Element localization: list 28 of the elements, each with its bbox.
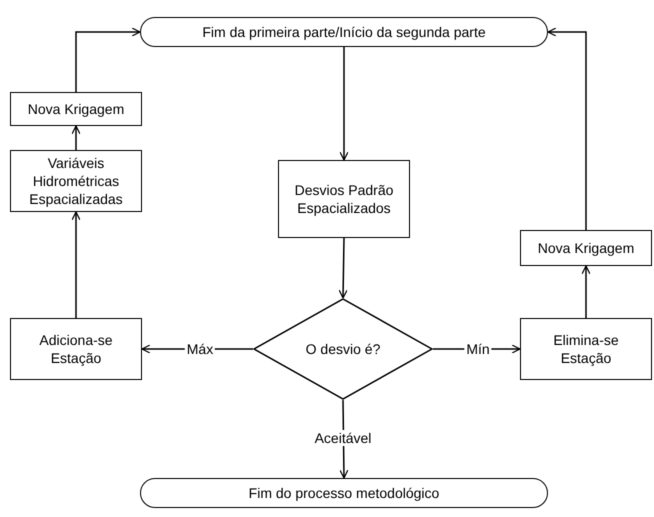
process-box <box>10 318 142 380</box>
edge-label: Mín <box>464 341 492 357</box>
terminal-box <box>140 478 548 508</box>
edge-label: Aceitável <box>312 430 374 446</box>
node-text: Nova Krigagem <box>538 238 634 258</box>
decision-diamond <box>253 298 433 400</box>
arrow <box>547 27 587 230</box>
node-text: Fim da primeira parte/Início da segunda parte <box>202 22 486 42</box>
node-text: Desvios Padrão Espacializados <box>294 180 394 218</box>
node-text: Fim do processo metodológico <box>248 484 440 502</box>
process-box <box>10 150 142 212</box>
node-text: O desvio é? <box>306 340 380 358</box>
arrow <box>75 27 141 92</box>
edge-label: Máx <box>184 341 216 357</box>
node-text: Adiciona-se Estação <box>38 330 114 368</box>
node-text: Variáveis Hidrométricas Espacializadas <box>28 154 124 208</box>
process-box <box>278 160 410 238</box>
node-text: Elimina-se Estação <box>552 330 620 368</box>
process-box <box>10 92 142 126</box>
process-box <box>520 318 652 380</box>
arrow <box>581 265 591 318</box>
arrow <box>339 47 349 161</box>
arrow <box>71 125 81 150</box>
node-text: Nova Krigagem <box>28 100 124 118</box>
terminal-box <box>140 17 548 47</box>
arrow <box>338 238 348 299</box>
process-box <box>520 230 652 266</box>
arrow <box>71 211 81 318</box>
